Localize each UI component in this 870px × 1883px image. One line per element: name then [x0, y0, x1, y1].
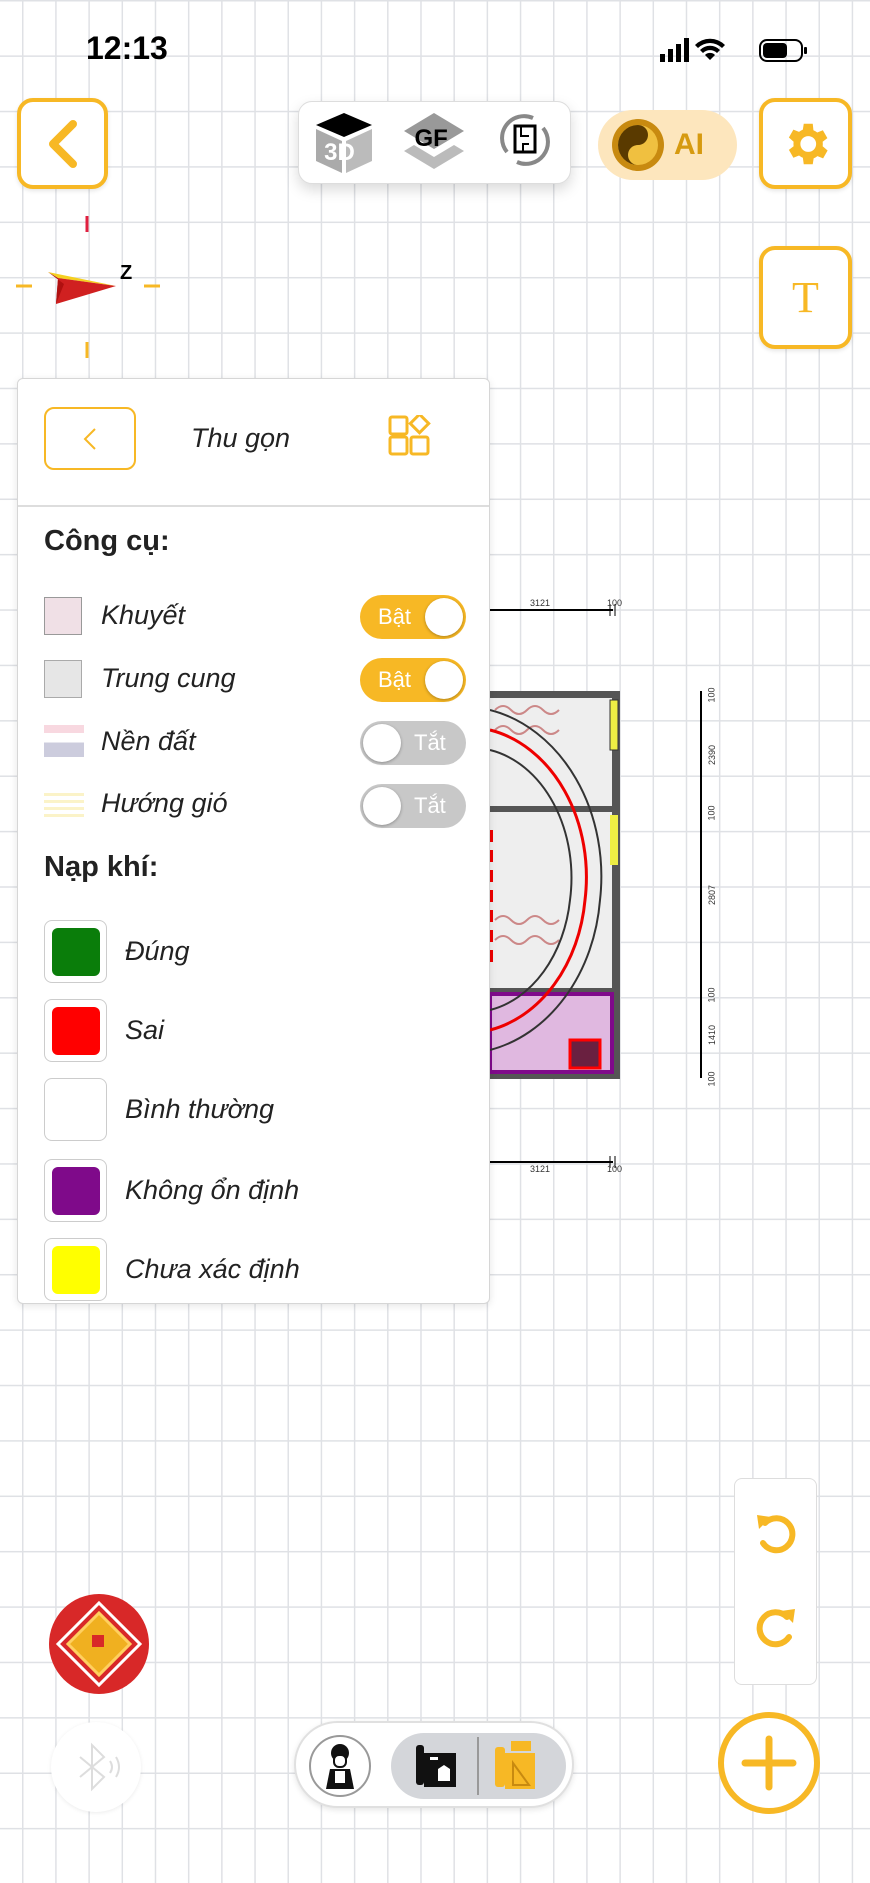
- view-gf-label: GF: [414, 124, 448, 152]
- app-logo-icon: [49, 1594, 149, 1694]
- legend-label-khong-on-dinh: Không ổn định: [125, 1175, 300, 1205]
- compass-arrow-icon: [16, 216, 160, 358]
- toggle-state: Tắt: [414, 793, 446, 818]
- tool-label-huong-gio: Hướng gió: [101, 788, 228, 818]
- mode-divider: [477, 1737, 479, 1795]
- text-tool-button[interactable]: T: [759, 246, 852, 349]
- redo-icon: [756, 1609, 795, 1648]
- tool-icon-huong-gio: [44, 789, 84, 819]
- floor-plan-drawing: [487, 604, 702, 1168]
- toggle-nen-dat[interactable]: Tắt: [360, 721, 466, 765]
- width-dim-top: 3121: [530, 598, 551, 608]
- toggle-state: Bật: [378, 667, 412, 692]
- worker-icon: [326, 1744, 354, 1789]
- redo-button[interactable]: [751, 1603, 801, 1658]
- compass[interactable]: Z: [12, 212, 162, 362]
- tool-label-khuyet: Khuyết: [101, 600, 186, 630]
- yin-yang-icon: [612, 119, 664, 171]
- mode-switcher: [294, 1721, 574, 1808]
- panel-title: Thu gọn: [191, 423, 291, 453]
- compass-label: Z: [120, 262, 133, 284]
- chevron-left-icon: [48, 119, 77, 168]
- legend-label-binh-thuong: Bình thường: [125, 1094, 275, 1124]
- rotate-floorplan-icon: [499, 114, 550, 166]
- legend-swatch-khong-on-dinh: [44, 1159, 107, 1222]
- floor-plan[interactable]: 3121 100 3121 100 100 2390 100 2807 100 …: [470, 590, 750, 1180]
- vdim-1: 2390: [707, 744, 718, 766]
- legend-label-sai: Sai: [125, 1015, 165, 1045]
- gear-icon: [788, 123, 828, 164]
- toggle-state: Tắt: [414, 730, 446, 755]
- tools-panel: Thu gọn Công cụ: Khuyết Bật Trung cung B…: [17, 378, 490, 1304]
- wall-dim-bottom: 100: [607, 1164, 623, 1174]
- legend-swatch-dung: [44, 920, 107, 983]
- vdim-6: 100: [706, 1071, 717, 1087]
- vdim-2: 100: [706, 805, 717, 821]
- app-logo-button[interactable]: [48, 1593, 150, 1695]
- add-button[interactable]: [718, 1712, 820, 1814]
- view-3d-label: 3D: [324, 138, 355, 166]
- layers-icon: [404, 112, 465, 169]
- tool-icon-trung-cung: [44, 660, 82, 698]
- toggle-khuyet[interactable]: Bật: [360, 595, 466, 639]
- wall-dim-top: 100: [607, 598, 623, 608]
- vdim-5: 1410: [707, 1024, 718, 1046]
- view-toolbar: 3D GF: [298, 101, 571, 184]
- text-tool-label: T: [792, 273, 819, 322]
- legend-label-dung: Đúng: [125, 936, 190, 966]
- drafting-icon: [495, 1741, 535, 1789]
- status-time: 12:13: [86, 30, 168, 66]
- width-dim-bottom: 3121: [530, 1164, 551, 1174]
- collapse-button[interactable]: [44, 407, 136, 470]
- history-panel: [734, 1478, 817, 1685]
- tool-icon-khuyet: [44, 597, 82, 635]
- undo-icon: [757, 1515, 796, 1554]
- toggle-state: Bật: [378, 604, 412, 629]
- view-3d-button[interactable]: 3D: [312, 111, 376, 175]
- toggle-trung-cung[interactable]: Bật: [360, 658, 466, 702]
- bluetooth-button[interactable]: [51, 1722, 141, 1812]
- status-icons: [660, 36, 816, 66]
- tool-icon-nen-dat: [44, 725, 84, 757]
- toggle-huong-gio[interactable]: Tắt: [360, 784, 466, 828]
- design-mode-button[interactable]: [491, 1739, 541, 1798]
- ai-button[interactable]: AI: [598, 110, 737, 180]
- rotate-plan-button[interactable]: [493, 108, 557, 177]
- back-button[interactable]: [17, 98, 108, 189]
- undo-button[interactable]: [751, 1509, 801, 1564]
- grid-view-button[interactable]: [387, 412, 431, 464]
- signal-wifi-battery-icon: [660, 38, 807, 62]
- legend-swatch-binh-thuong: [44, 1078, 107, 1141]
- expert-mode-button[interactable]: [309, 1735, 371, 1797]
- legend-swatch-chua-xac-dinh: [44, 1238, 107, 1301]
- floorplan-mode-button[interactable]: [414, 1741, 460, 1796]
- panel-divider: [18, 505, 489, 507]
- legend-swatch-sai: [44, 999, 107, 1062]
- vdim-4: 100: [706, 987, 717, 1003]
- view-gf-button[interactable]: GF: [402, 111, 466, 175]
- cube-3d-icon: [316, 112, 373, 173]
- vdim-0: 100: [706, 687, 717, 703]
- bluetooth-icon: [79, 1742, 120, 1792]
- ai-label: AI: [674, 128, 704, 161]
- settings-button[interactable]: [759, 98, 852, 189]
- plus-icon: [741, 1735, 797, 1791]
- legend-label-chua-xac-dinh: Chưa xác định: [125, 1254, 300, 1284]
- tools-heading: Công cụ:: [44, 525, 170, 557]
- tool-label-trung-cung: Trung cung: [101, 663, 236, 693]
- legend-heading: Nạp khí:: [44, 851, 159, 883]
- vdim-3: 2807: [707, 884, 718, 906]
- grid-icon: [388, 412, 431, 456]
- tool-label-nen-dat: Nền đất: [101, 726, 196, 756]
- blueprint-icon: [416, 1745, 456, 1787]
- chevron-left-icon: [83, 427, 96, 450]
